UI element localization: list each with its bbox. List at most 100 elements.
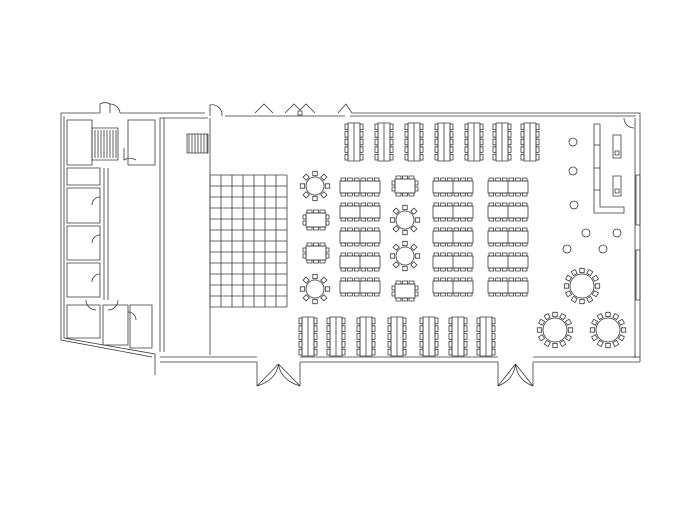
door-swing: [210, 105, 222, 116]
round-table: [390, 241, 419, 270]
chair: [597, 314, 603, 320]
chair: [493, 147, 496, 153]
chair: [536, 132, 539, 138]
chair: [403, 176, 408, 179]
banquet-table: [433, 228, 473, 246]
chair: [434, 228, 439, 231]
chair: [480, 132, 483, 138]
chair: [516, 253, 521, 256]
chair: [307, 210, 312, 213]
chair: [403, 349, 406, 355]
chair: [450, 147, 453, 153]
chair: [496, 228, 501, 231]
doors: [86, 103, 634, 386]
chair: [461, 193, 466, 196]
chair: [449, 318, 452, 324]
door-jamb: [498, 362, 533, 386]
chair: [307, 227, 312, 230]
chair: [522, 178, 527, 181]
chair: [450, 139, 453, 145]
chair: [467, 218, 472, 221]
chair: [314, 243, 319, 246]
table-top: [395, 284, 415, 298]
chair: [441, 228, 446, 231]
chair: [299, 334, 302, 340]
cocktail-table: [613, 229, 621, 237]
chair: [496, 218, 501, 221]
chair: [454, 268, 459, 271]
chair: [375, 124, 378, 130]
round-table: [537, 312, 572, 347]
chair: [592, 291, 598, 297]
chair: [493, 139, 496, 145]
door-swing: [498, 364, 533, 386]
chair: [357, 341, 360, 347]
chair: [613, 314, 619, 320]
chair: [354, 203, 359, 206]
chair: [508, 147, 511, 153]
chair: [450, 124, 453, 130]
chair: [571, 296, 577, 302]
chair: [571, 270, 577, 276]
chair: [314, 334, 317, 340]
chair: [489, 193, 494, 196]
chair: [368, 203, 373, 206]
chair: [618, 319, 624, 325]
chair: [326, 248, 329, 252]
chair: [477, 334, 480, 340]
chair: [405, 147, 408, 153]
chair: [441, 253, 446, 256]
chair: [434, 218, 439, 221]
sink: [615, 189, 619, 193]
chair: [372, 326, 375, 332]
chair: [415, 292, 418, 296]
banquet-table: [420, 317, 438, 356]
chair: [303, 215, 306, 219]
chair: [454, 193, 459, 196]
chair: [454, 203, 459, 206]
chair: [354, 218, 359, 221]
chair: [489, 218, 494, 221]
chair: [321, 174, 327, 180]
banquet-table: [488, 253, 528, 271]
dance-floor: [210, 175, 287, 307]
chair: [464, 326, 467, 332]
chair: [411, 244, 417, 250]
chair: [492, 318, 495, 324]
cocktail-table: [569, 167, 577, 175]
chair: [565, 335, 571, 341]
folding-door: [255, 104, 352, 113]
chair: [374, 293, 379, 296]
chair: [303, 254, 306, 258]
chair: [420, 326, 423, 332]
chair: [341, 293, 346, 296]
chair: [521, 147, 524, 153]
chair: [327, 341, 330, 347]
chair: [300, 287, 304, 291]
chair: [461, 178, 466, 181]
chair: [435, 139, 438, 145]
chair: [539, 335, 545, 341]
chair: [435, 341, 438, 347]
chair: [345, 147, 348, 153]
chair: [354, 268, 359, 271]
chair: [509, 253, 514, 256]
chair: [509, 193, 514, 196]
room: [67, 188, 100, 223]
banquet-table: [488, 228, 528, 246]
chair: [447, 293, 452, 296]
chair: [493, 124, 496, 130]
chair: [361, 278, 366, 281]
chair: [435, 334, 438, 340]
chair: [565, 319, 571, 325]
chair: [420, 139, 423, 145]
chair: [544, 314, 550, 320]
chair: [368, 268, 373, 271]
chair: [313, 299, 317, 303]
chair: [392, 181, 395, 185]
chair: [434, 243, 439, 246]
chair: [465, 132, 468, 138]
chair: [509, 218, 514, 221]
chair: [522, 203, 527, 206]
chair: [536, 154, 539, 160]
